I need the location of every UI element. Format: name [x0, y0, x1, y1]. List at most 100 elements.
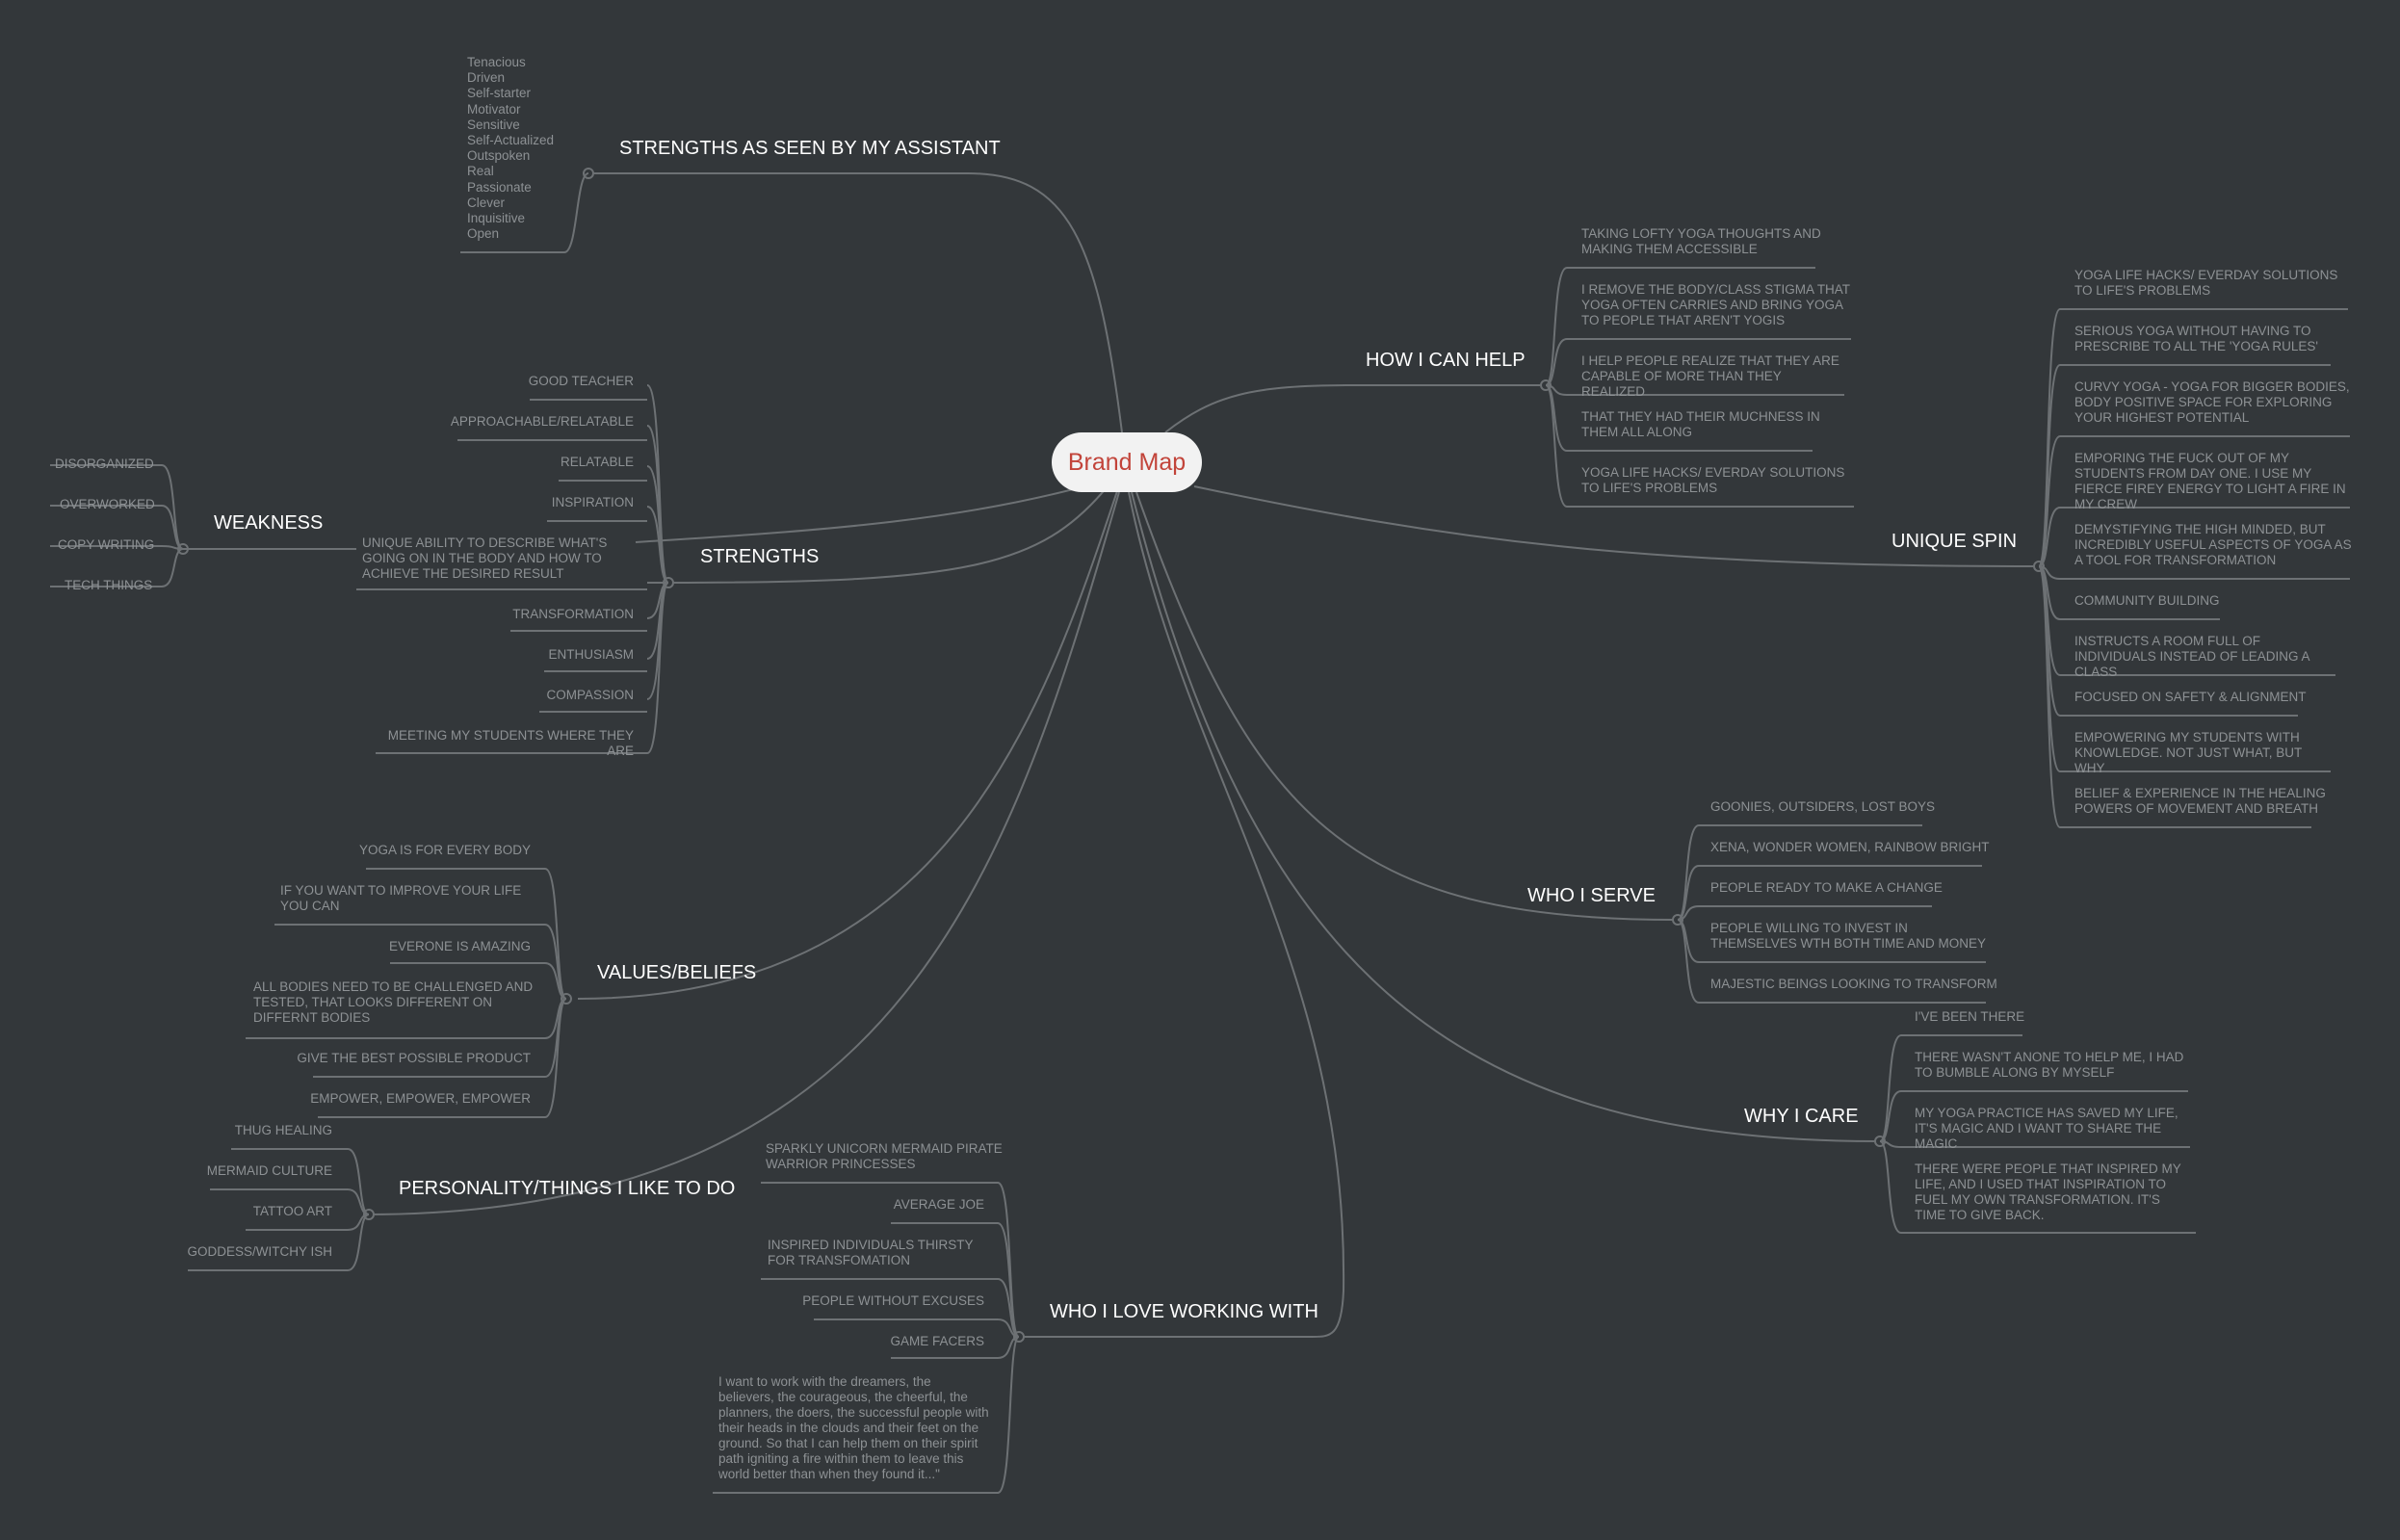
connector-23: [347, 1214, 370, 1271]
list-item[interactable]: MERMAID CULTURE: [206, 1163, 332, 1178]
list-item[interactable]: UNIQUE ABILITY TO DESCRIBE WHAT'S GOING …: [362, 535, 608, 581]
connector-52: [1879, 1140, 1902, 1148]
list-item[interactable]: DEMYSTIFYING THE HIGH MINDED, BUT INCRED…: [2074, 522, 2352, 567]
list-item: Passionate: [467, 179, 532, 195]
list-item: Open: [467, 226, 500, 242]
list-item: Driven: [467, 70, 506, 86]
connector-4: [50, 548, 184, 587]
list-item[interactable]: THUG HEALING: [234, 1123, 332, 1137]
list-item[interactable]: XENA, WONDER WOMEN, RAINBOW BRIGHT: [1710, 840, 1990, 854]
quote-note[interactable]: I want to work with the dreamers, the be…: [718, 1374, 989, 1481]
list-item[interactable]: YOGA LIFE HACKS/ EVERDAY SOLUTIONS TO LI…: [1581, 465, 1845, 495]
list-item[interactable]: THERE WERE PEOPLE THAT INSPIRED MY LIFE,…: [1915, 1162, 2181, 1222]
list-item[interactable]: YOGA LIFE HACKS/ EVERDAY SOLUTIONS TO LI…: [2074, 268, 2338, 298]
list-item[interactable]: PEOPLE READY TO MAKE A CHANGE: [1710, 880, 1943, 895]
branch-help: [1164, 384, 1546, 433]
connector-34: [1545, 384, 1568, 508]
list-item[interactable]: TATTOO ART: [252, 1204, 332, 1218]
connector-38: [2038, 507, 2061, 567]
list-item: Self-Actualized: [467, 133, 555, 148]
list-item[interactable]: THERE WASN'T ANONE TO HELP ME, I HAD TO …: [1915, 1050, 2184, 1080]
list-item[interactable]: PEOPLE WITHOUT EXCUSES: [802, 1293, 984, 1308]
list-item[interactable]: PEOPLE WILLING TO INVEST IN THEMSELVES W…: [1710, 921, 1987, 951]
connector-11: [646, 582, 669, 660]
list-item[interactable]: GOONIES, OUTSIDERS, LOST BOYS: [1710, 799, 1936, 814]
topic-strengths-assistant[interactable]: STRENGTHS AS SEEN BY MY ASSISTANT: [619, 138, 1001, 159]
list-item[interactable]: OVERWORKED: [60, 497, 155, 511]
list-item[interactable]: COMPASSION: [546, 688, 634, 702]
list-item[interactable]: TAKING LOFTY YOGA THOUGHTS AND MAKING TH…: [1581, 226, 1821, 256]
connector-51: [1879, 1090, 1902, 1142]
list-item[interactable]: TECH THINGS: [65, 578, 153, 592]
list-item[interactable]: MY YOGA PRACTICE HAS SAVED MY LIFE, IT'S…: [1915, 1106, 2178, 1151]
connector-19: [544, 998, 567, 1118]
list-item[interactable]: EVERONE IS AMAZING: [388, 939, 531, 953]
branch-assistant: [589, 172, 1123, 433]
connector-28: [997, 1336, 1020, 1359]
list-item[interactable]: INSPIRATION: [551, 495, 634, 509]
list-item[interactable]: INSPIRED INDIVIDUALS THIRSTY FOR TRANSFO…: [768, 1238, 974, 1267]
list-item[interactable]: ALL BODIES NEED TO BE CHALLENGED AND TES…: [253, 979, 534, 1025]
branch-care: [1131, 491, 1879, 1142]
list-item[interactable]: MAJESTIC BEINGS LOOKING TO TRANSFORM: [1710, 977, 1997, 991]
topic-weakness[interactable]: WEAKNESS: [214, 512, 324, 534]
list-item[interactable]: CURVY YOGA - YOGA FOR BIGGER BODIES, BOD…: [2074, 379, 2350, 425]
branch-love-working: [1019, 491, 1345, 1339]
connector-3: [50, 545, 184, 550]
list-item: Motivator: [467, 101, 521, 117]
list-item[interactable]: SERIOUS YOGA WITHOUT HAVING TO PRESCRIBE…: [2074, 324, 2318, 353]
connector-15: [544, 924, 567, 1000]
list-item[interactable]: DISORGANIZED: [55, 457, 154, 471]
connector-29: [997, 1336, 1020, 1494]
list-item[interactable]: ENTHUSIASM: [548, 647, 634, 662]
list-item[interactable]: GIVE THE BEST POSSIBLE PRODUCT: [297, 1051, 531, 1065]
list-item[interactable]: TRANSFORMATION: [512, 607, 634, 621]
connector-21: [347, 1188, 370, 1215]
list-item[interactable]: GOOD TEACHER: [528, 374, 634, 388]
connector-8: [646, 506, 669, 584]
list-item: Real: [467, 164, 494, 179]
topic-how-i-can-help[interactable]: HOW I CAN HELP: [1366, 350, 1526, 371]
connector-37: [2038, 435, 2061, 567]
topic-strengths[interactable]: STRENGTHS: [700, 546, 820, 567]
connector-31: [1545, 338, 1568, 386]
list-item[interactable]: EMPOWERING MY STUDENTS WITH KNOWLEDGE. N…: [2074, 730, 2303, 775]
list-item[interactable]: YOGA IS FOR EVERY BODY: [358, 843, 531, 857]
topic-values-beliefs[interactable]: VALUES/BELIEFS: [597, 962, 757, 983]
branch-values: [577, 490, 1118, 1000]
list-item[interactable]: IF YOU WANT TO IMPROVE YOUR LIFE YOU CAN: [280, 883, 522, 913]
list-item[interactable]: COMMUNITY BUILDING: [2074, 593, 2220, 608]
list-item[interactable]: I'VE BEEN THERE: [1915, 1009, 2025, 1024]
topic-who-i-serve[interactable]: WHO I SERVE: [1527, 885, 1656, 906]
list-item[interactable]: RELATABLE: [560, 455, 634, 469]
branch-personality: [365, 491, 1120, 1215]
list-item: Self-starter: [467, 86, 532, 101]
list-item[interactable]: EMPOWER, EMPOWER, EMPOWER: [310, 1091, 531, 1106]
central-topic[interactable]: Brand Map: [1052, 432, 1202, 492]
list-item[interactable]: GAME FACERS: [890, 1334, 984, 1348]
list-item[interactable]: I HELP PEOPLE REALIZE THAT THEY ARE CAPA…: [1581, 353, 1839, 399]
topic-why-i-care[interactable]: WHY I CARE: [1744, 1106, 1859, 1127]
topic-unique-spin[interactable]: UNIQUE SPIN: [1891, 531, 2018, 552]
list-item[interactable]: INSTRUCTS A ROOM FULL OF INDIVIDUALS INS…: [2074, 634, 2309, 679]
connector-0: [460, 172, 589, 253]
list-item[interactable]: APPROACHABLE/RELATABLE: [450, 414, 634, 429]
connector-1: [50, 464, 184, 550]
list-item[interactable]: BELIEF & EXPERIENCE IN THE HEALING POWER…: [2074, 786, 2326, 816]
list-item[interactable]: AVERAGE JOE: [893, 1197, 984, 1212]
topic-personality[interactable]: PERSONALITY/THINGS I LIKE TO DO: [399, 1178, 736, 1199]
list-item[interactable]: MEETING MY STUDENTS WHERE THEY ARE: [387, 728, 634, 758]
connector-2: [50, 505, 184, 550]
list-item[interactable]: COPY WRITING: [58, 537, 155, 552]
connector-14: [544, 868, 567, 1000]
list-item[interactable]: I REMOVE THE BODY/CLASS STIGMA THAT YOGA…: [1581, 282, 1850, 327]
list-item[interactable]: EMPORING THE FUCK OUT OF MY STUDENTS FRO…: [2074, 451, 2346, 511]
list-item[interactable]: THAT THEY HAD THEIR MUCHNESS IN THEM ALL…: [1581, 409, 1820, 439]
list-item[interactable]: GODDESS/WITCHY ISH: [187, 1244, 332, 1259]
list-item[interactable]: SPARKLY UNICORN MERMAID PIRATE WARRIOR P…: [766, 1141, 1003, 1171]
list-item[interactable]: FOCUSED ON SAFETY & ALIGNMENT: [2074, 690, 2307, 704]
connector-26: [997, 1278, 1020, 1338]
assistant-list[interactable]: Tenacious Driven Self-starter Motivator …: [467, 55, 554, 242]
topic-who-i-love-working-with[interactable]: WHO I LOVE WORKING WITH: [1050, 1301, 1318, 1322]
